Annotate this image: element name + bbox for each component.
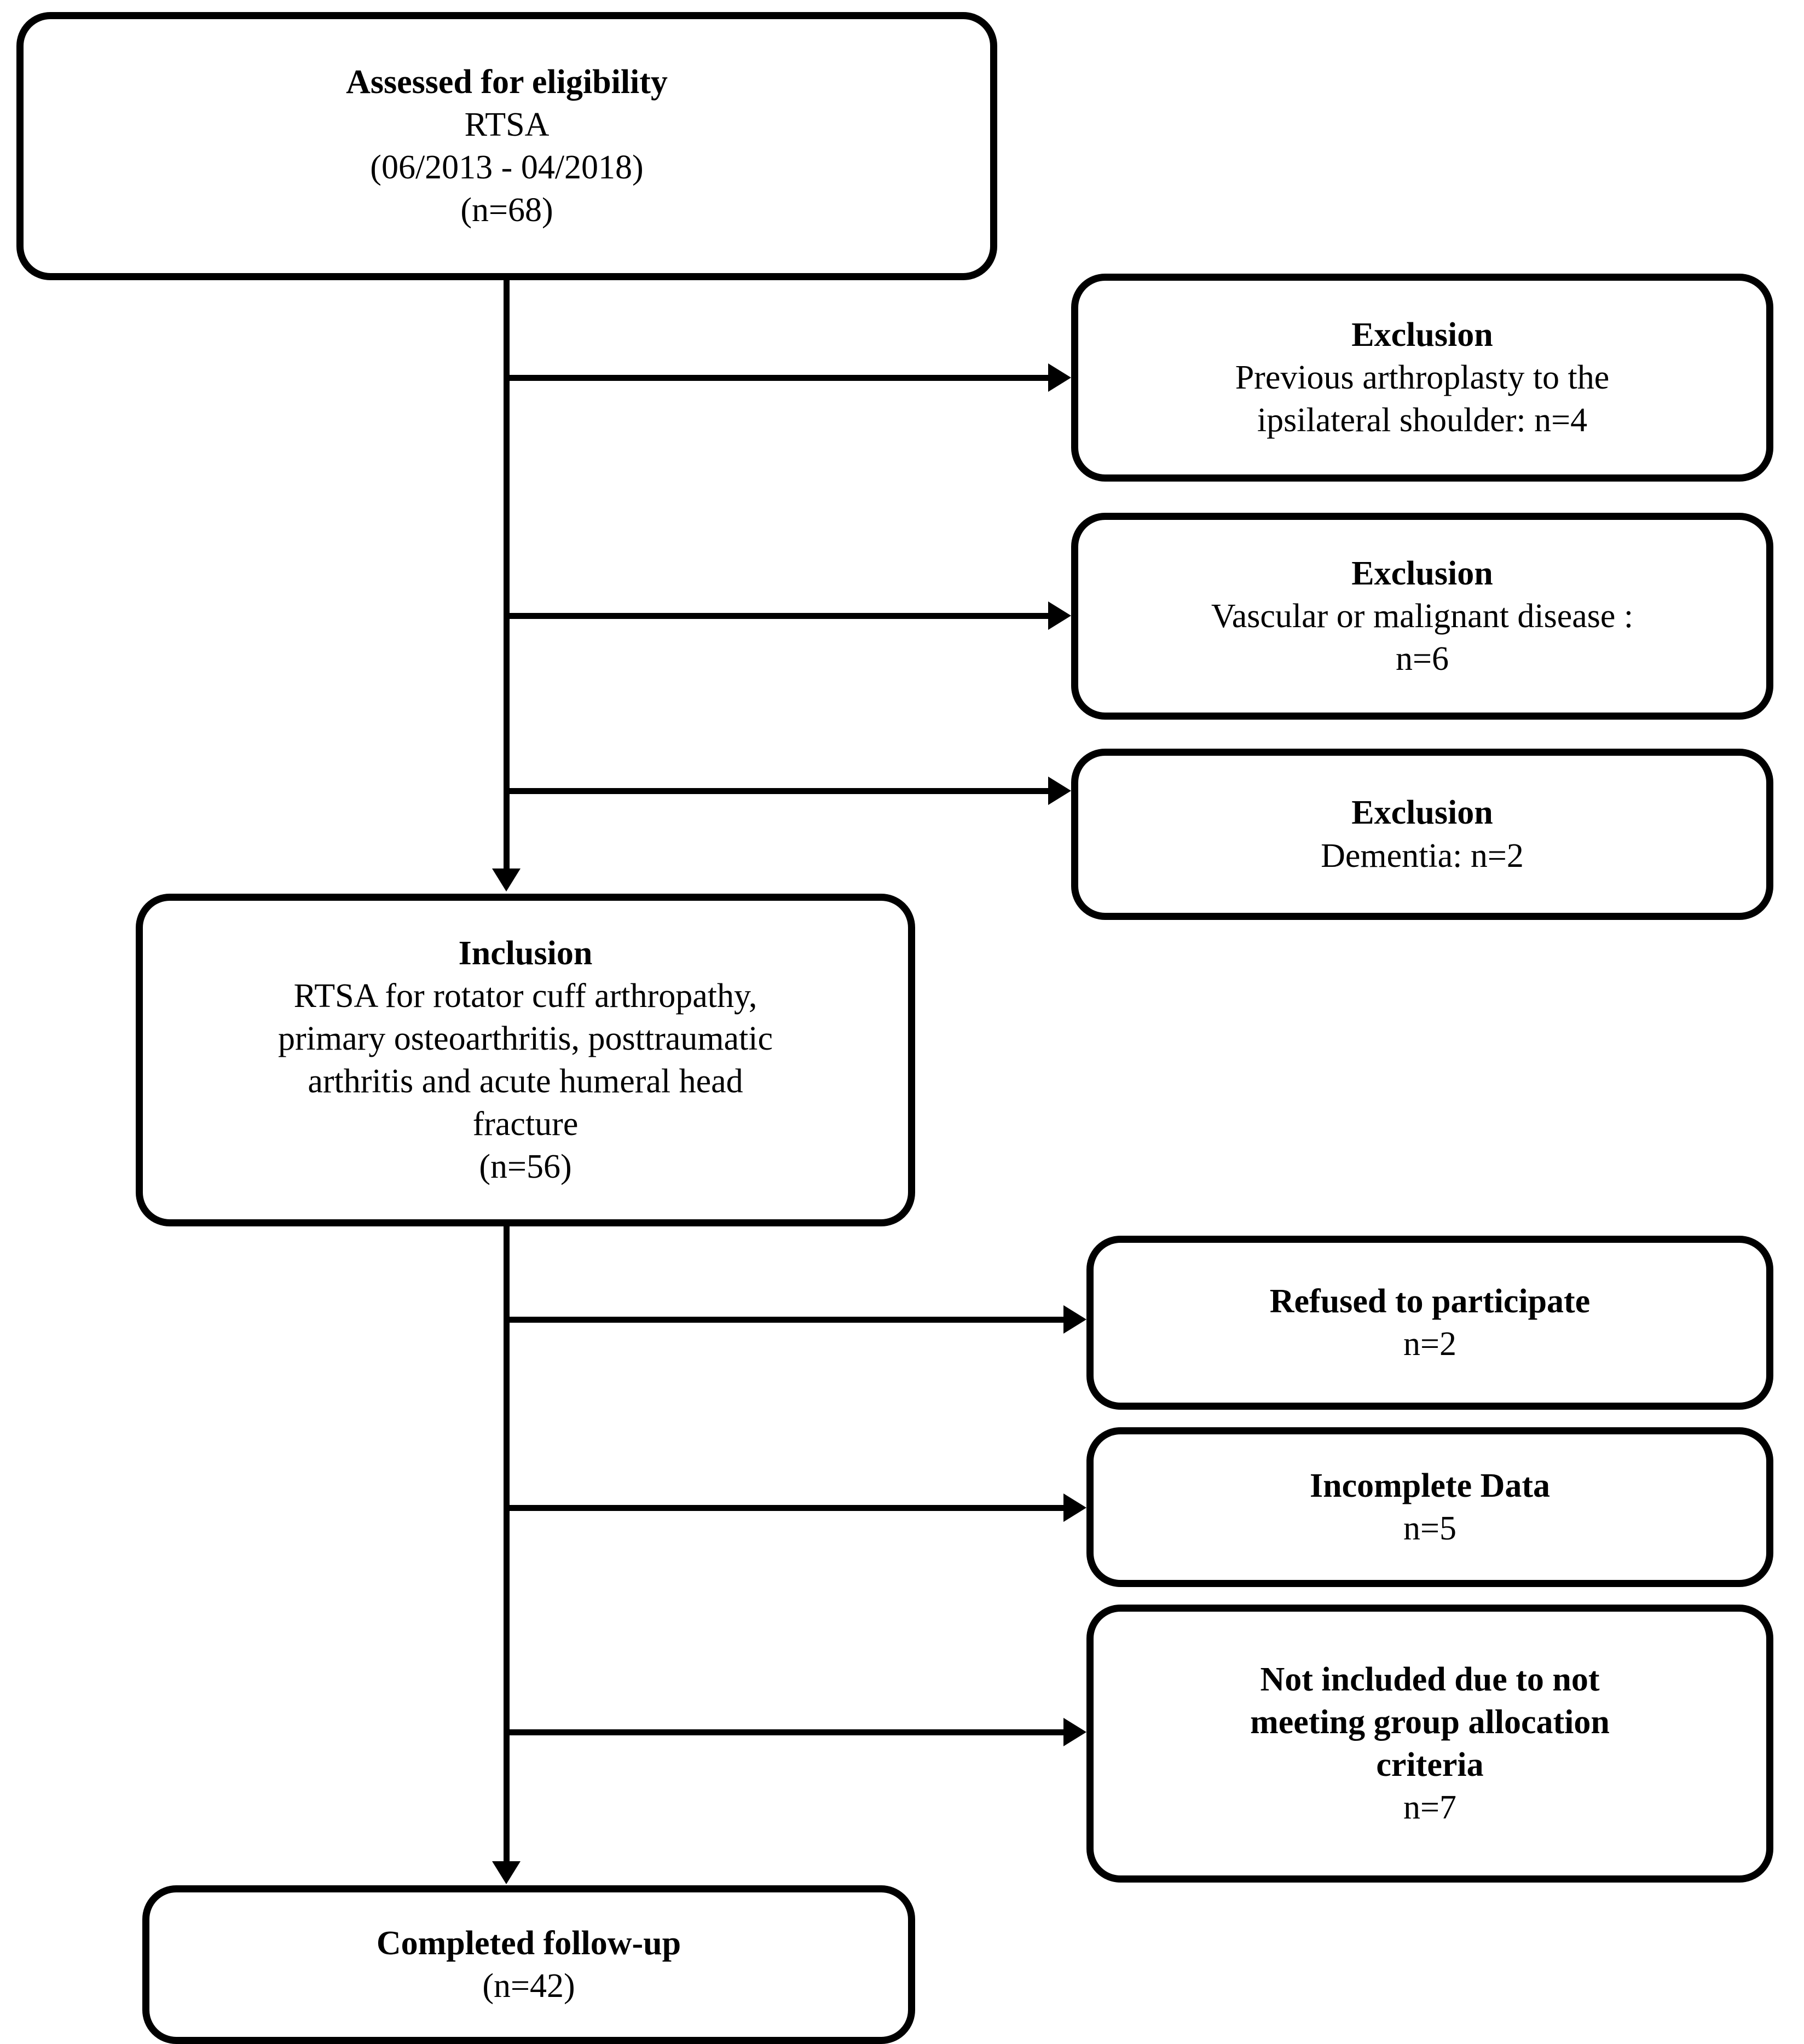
refused-title: Refused to participate <box>1269 1282 1591 1320</box>
inclusion-line2: RTSA for rotator cuff arthropathy, <box>293 977 758 1015</box>
incomplete-count: n=5 <box>1403 1510 1456 1547</box>
inclusion-line3: primary osteoarthritis, posttraumatic <box>278 1020 773 1057</box>
not-included-line2: meeting group allocation <box>1250 1703 1610 1741</box>
exclusion-1-title: Exclusion <box>1351 316 1493 354</box>
node-exclusion-vascular-malignant: Exclusion Vascular or malignant disease … <box>1071 513 1773 720</box>
connector-branch-exclusion-3 <box>504 788 1048 794</box>
not-included-count: n=7 <box>1403 1789 1456 1827</box>
node-incomplete-data: Incomplete Data n=5 <box>1086 1427 1773 1587</box>
inclusion-line5: fracture <box>472 1105 579 1143</box>
arrowhead-to-inclusion <box>492 868 521 891</box>
node-completed-follow-up: Completed follow-up (n=42) <box>142 1885 915 2044</box>
arrowhead-refused <box>1063 1305 1086 1334</box>
connector-branch-incomplete <box>504 1505 1063 1511</box>
arrowhead-not-included <box>1063 1718 1086 1746</box>
exclusion-3-title: Exclusion <box>1351 794 1493 832</box>
exclusion-3-line2: Dementia: n=2 <box>1321 837 1524 875</box>
connector-branch-exclusion-1 <box>504 375 1048 381</box>
inclusion-count: (n=56) <box>479 1148 572 1186</box>
node-not-included-allocation: Not included due to not meeting group al… <box>1086 1605 1773 1883</box>
connector-branch-exclusion-2 <box>504 613 1048 619</box>
refused-count: n=2 <box>1403 1325 1456 1363</box>
completed-title: Completed follow-up <box>376 1924 681 1962</box>
node-exclusion-previous-arthroplasty: Exclusion Previous arthroplasty to the i… <box>1071 274 1773 482</box>
node-inclusion: Inclusion RTSA for rotator cuff arthropa… <box>136 894 915 1226</box>
connector-branch-refused <box>504 1317 1063 1323</box>
completed-count: (n=42) <box>482 1967 575 2005</box>
inclusion-title: Inclusion <box>458 934 593 972</box>
not-included-line1: Not included due to not <box>1260 1660 1600 1698</box>
connector-branch-not-included <box>504 1729 1063 1735</box>
arrowhead-incomplete <box>1063 1493 1086 1522</box>
exclusion-2-line2: Vascular or malignant disease : <box>1211 597 1634 635</box>
assessed-line3: (06/2013 - 04/2018) <box>370 149 644 186</box>
assessed-count: (n=68) <box>460 192 553 229</box>
exclusion-2-line3: n=6 <box>1396 640 1449 678</box>
assessed-title: Assessed for eligibility <box>346 63 668 101</box>
arrowhead-exclusion-3 <box>1048 777 1071 805</box>
arrowhead-to-completed <box>492 1861 521 1884</box>
exclusion-2-title: Exclusion <box>1351 554 1493 592</box>
connector-trunk-top <box>504 280 510 868</box>
exclusion-1-line3: ipsilateral shoulder: n=4 <box>1257 402 1588 439</box>
exclusion-1-line2: Previous arthroplasty to the <box>1235 358 1610 396</box>
arrowhead-exclusion-1 <box>1048 363 1071 392</box>
arrowhead-exclusion-2 <box>1048 601 1071 630</box>
node-assessed-for-eligibility: Assessed for eligibility RTSA (06/2013 -… <box>16 12 997 280</box>
assessed-line2: RTSA <box>464 106 550 143</box>
incomplete-title: Incomplete Data <box>1309 1467 1551 1504</box>
inclusion-line4: arthritis and acute humeral head <box>308 1063 743 1100</box>
connector-trunk-bottom <box>504 1226 510 1861</box>
node-refused-to-participate: Refused to participate n=2 <box>1086 1236 1773 1410</box>
node-exclusion-dementia: Exclusion Dementia: n=2 <box>1071 749 1773 920</box>
not-included-line3: criteria <box>1376 1746 1484 1784</box>
